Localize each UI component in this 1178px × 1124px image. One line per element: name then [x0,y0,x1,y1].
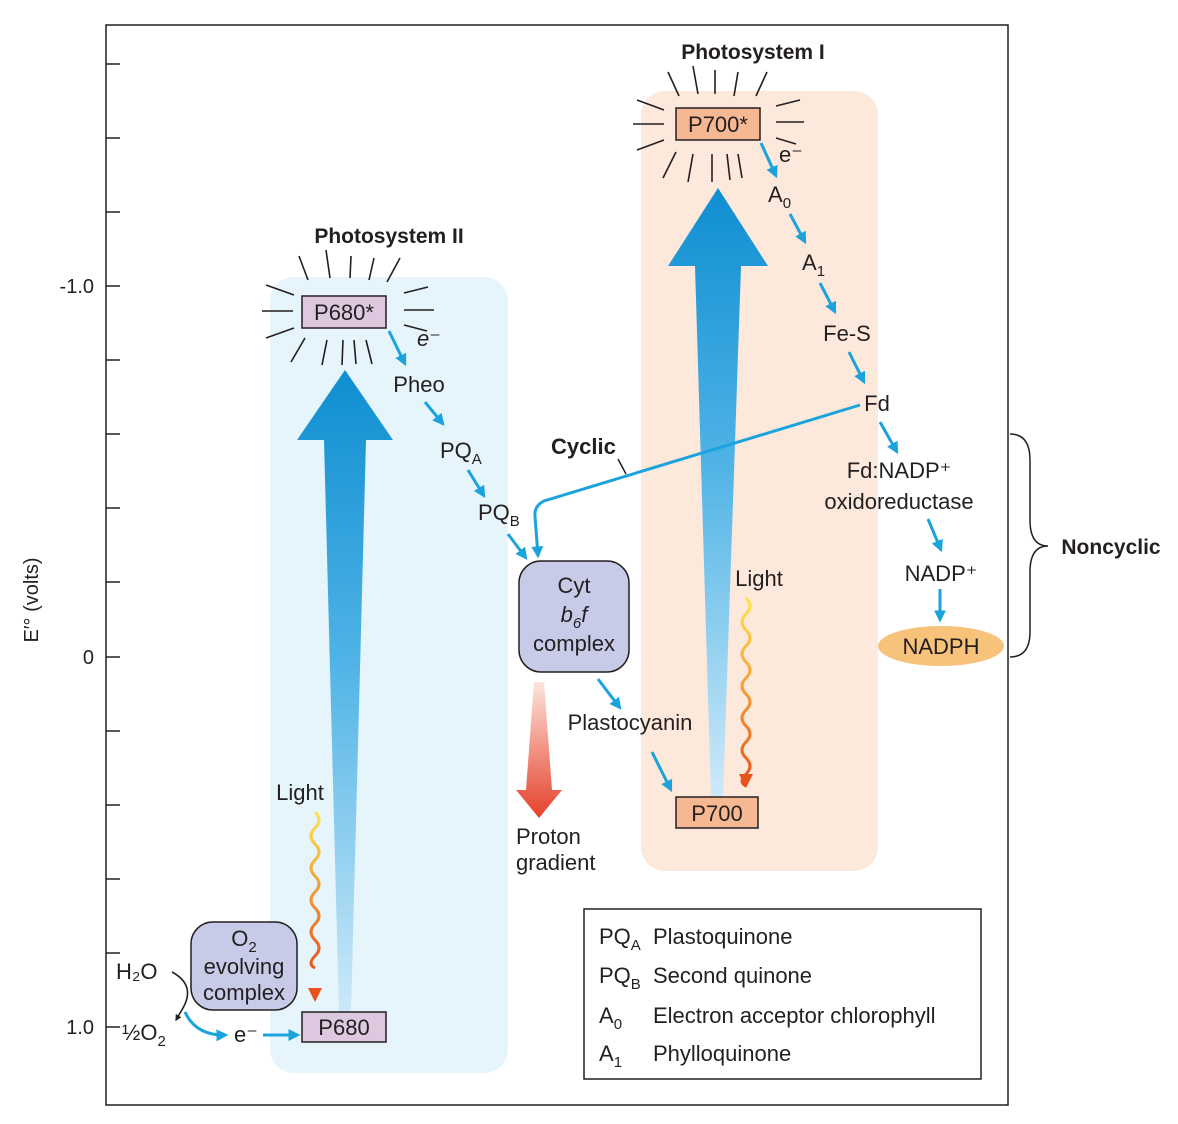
cyt-label-line3: complex [533,631,615,656]
half-o2-label: ½O2 [122,1020,166,1050]
o2-evolving-complex-box [190,921,298,1011]
nadp-label: NADP⁺ [905,561,978,586]
legend-abbr-a1: A1 [599,1041,622,1071]
proton-label-line1: Proton [516,824,581,849]
arrow-pheo-to-pqa [423,401,445,426]
arrow-a1-to-fes [818,282,837,315]
arrow-cyt-to-plastocyanin [596,678,622,710]
legend-desc-a1: Phylloquinone [653,1041,791,1066]
ps2-light-wave [309,810,321,970]
noncyclic-brace [1009,433,1049,658]
a0-label: A0 [768,182,791,212]
arrow-p680-to-pheo [387,330,407,367]
p700-star-rays [633,65,804,183]
a1-label: A1 [802,250,825,280]
arrow-fes-to-fd [847,351,866,385]
o2-complex-line2: evolving [204,954,285,979]
photosystem-i-panel [641,91,878,871]
legend-box [583,908,982,1080]
cyt-label-line2: b6f [561,602,591,632]
nadph-ellipse [878,626,1004,666]
ps1-light-wave-head [739,774,753,788]
h2o-split-arrow [171,971,189,1022]
pqa-label: PQA [440,438,482,468]
proton-label-line2: gradient [516,850,596,875]
arrow-fnr-to-nadp [926,518,943,553]
cyclic-leader-line [617,458,627,475]
e-minus-ps2-bottom: e⁻ [234,1022,258,1047]
arrow-a0-to-a1 [788,213,807,245]
cyclic-label: Cyclic [551,434,616,459]
photosystem-ii-panel [270,277,508,1073]
o2-complex-line1: O2 [231,926,256,956]
ps2-light-label: Light [276,780,324,805]
y-tick-label-neg1: -1.0 [60,276,94,298]
fes-label: Fe-S [823,321,871,346]
legend-abbr-pqb: PQB [599,963,641,993]
p700-box [675,796,759,829]
pqb-label: PQB [478,500,520,530]
legend-desc-a0: Electron acceptor chlorophyll [653,1003,935,1028]
legend-desc-pqa: Plastoquinone [653,924,792,949]
photosystem-i-title: Photosystem I [681,41,825,64]
fnr-label-line2: oxidoreductase [824,489,973,514]
arrow-pqa-to-pqb [466,469,486,499]
ps2-excitation-arrow [297,370,393,1012]
p680-label: P680 [318,1015,369,1040]
proton-gradient-arrow [516,682,562,818]
e-minus-ps1: e⁻ [779,142,803,167]
arrow-plastocyanin-to-p700 [650,751,673,793]
plastocyanin-label: Plastocyanin [568,710,693,735]
arrow-fd-to-fnr [878,421,899,455]
y-tick-label-1: 1.0 [66,1017,94,1039]
e-minus-ps2-top: e⁻ [417,326,441,351]
y-axis-label: E′° (volts) [21,557,43,642]
p700-star-box [675,107,761,141]
y-axis-ticks [106,63,120,1028]
y-tick-label-0: 0 [83,647,94,669]
p700-label: P700 [691,801,742,826]
plot-frame [105,24,1009,1106]
fd-label: Fd [864,391,890,416]
ps1-excitation-arrow [668,188,768,796]
p700-star-label: P700* [688,112,748,137]
ps2-light-wave-head [308,988,322,1002]
water-electron-arrow [183,1011,229,1042]
cyclic-electron-path [531,403,861,559]
p680-star-rays [262,249,434,366]
legend-abbr-pqa: PQA [599,924,641,954]
p680-box [301,1011,387,1043]
photosystem-ii-title: Photosystem II [314,225,463,248]
p680-star-label: P680* [314,300,374,325]
arrow-pqb-to-cyt [506,533,528,560]
noncyclic-label: Noncyclic [1061,536,1161,559]
ps1-light-label: Light [735,566,783,591]
pheo-label: Pheo [393,372,444,397]
legend-abbr-a0: A0 [599,1003,622,1033]
h2o-label: H₂O [116,959,158,984]
cyt-b6f-complex-box [518,560,630,673]
p680-star-box [301,295,387,329]
legend-desc-pqb: Second quinone [653,963,812,988]
o2-complex-line3: complex [203,980,285,1005]
fnr-label-line1: Fd:NADP⁺ [847,458,952,483]
cyt-label-line1: Cyt [558,573,591,598]
nadph-label: NADPH [902,634,979,659]
ps1-light-wave [740,596,752,788]
arrow-p700-to-a0 [759,142,778,179]
